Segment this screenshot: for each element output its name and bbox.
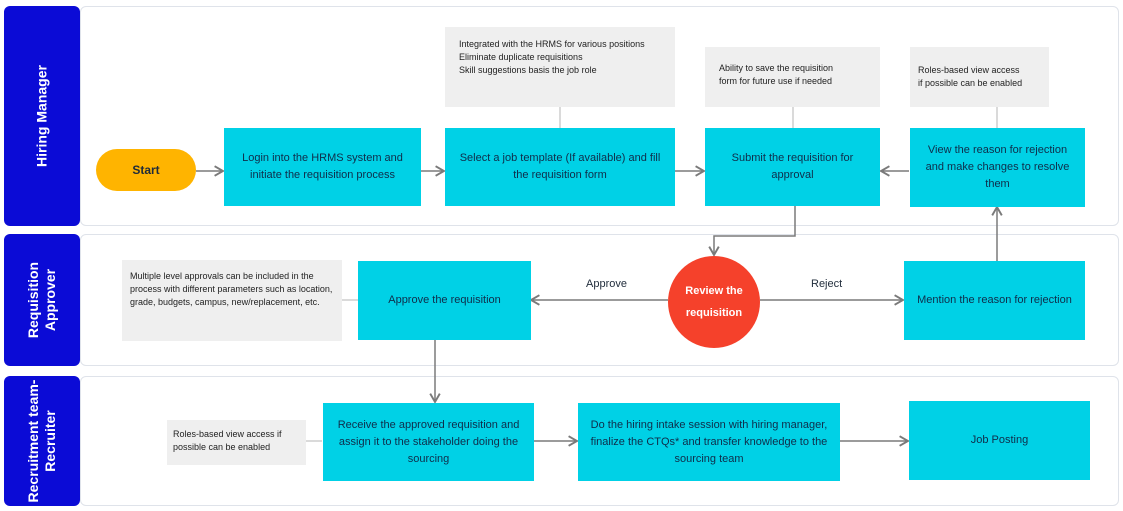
approve-edge-label: Approve (586, 278, 627, 290)
approve-requisition-step: Approve the requisition (358, 261, 531, 340)
lane-label-hiring-manager: Hiring Manager (4, 6, 80, 226)
review-requisition-label: Review the requisition (685, 285, 743, 319)
select-template-step: Select a job template (If available) and… (445, 128, 675, 206)
login-step-label: Login into the HRMS system and initiate … (242, 152, 403, 181)
review-requisition-decision: Review the requisition (668, 256, 760, 348)
receive-requisition-step: Receive the approved requisition and ass… (323, 403, 534, 481)
view-rejection-reason-step-label: View the reason for rejection and make c… (925, 144, 1070, 190)
submit-requisition-step: Submit the requisition for approval (705, 128, 880, 206)
login-step: Login into the HRMS system and initiate … (224, 128, 421, 206)
connector-submit-review (708, 206, 796, 257)
select-template-step-label: Select a job template (If available) and… (459, 152, 661, 181)
mention-rejection-reason-step: Mention the reason for rejection (904, 261, 1085, 340)
start-label: Start (132, 163, 160, 177)
submit-requisition-step-label: Submit the requisition for approval (731, 152, 854, 181)
lane-label-recruitment-team: Recruitment team- Recruiter (4, 376, 80, 506)
job-posting-step: Job Posting (909, 401, 1090, 480)
approvals-note: Multiple level approvals can be included… (122, 260, 342, 341)
start-node: Start (96, 149, 196, 191)
approve-requisition-step-label: Approve the requisition (388, 294, 501, 306)
roles-access-note-top: Roles-based view access if possible can … (910, 47, 1049, 107)
template-note: Integrated with the HRMS for various pos… (445, 27, 675, 107)
receive-requisition-step-label: Receive the approved requisition and ass… (337, 418, 520, 465)
intake-session-step: Do the hiring intake session with hiring… (578, 403, 840, 481)
view-rejection-reason-step: View the reason for rejection and make c… (910, 128, 1085, 207)
job-posting-step-label: Job Posting (970, 434, 1029, 446)
intake-session-step-label: Do the hiring intake session with hiring… (590, 418, 828, 465)
save-requisition-note: Ability to save the requisition form for… (705, 47, 880, 107)
reject-edge-label: Reject (811, 278, 843, 290)
mention-rejection-reason-step-label: Mention the reason for rejection (917, 294, 1072, 306)
lane-label-requisition-approver: Requisition Approver (4, 234, 80, 366)
roles-access-note-bottom: Roles-based view access if possible can … (167, 420, 306, 465)
